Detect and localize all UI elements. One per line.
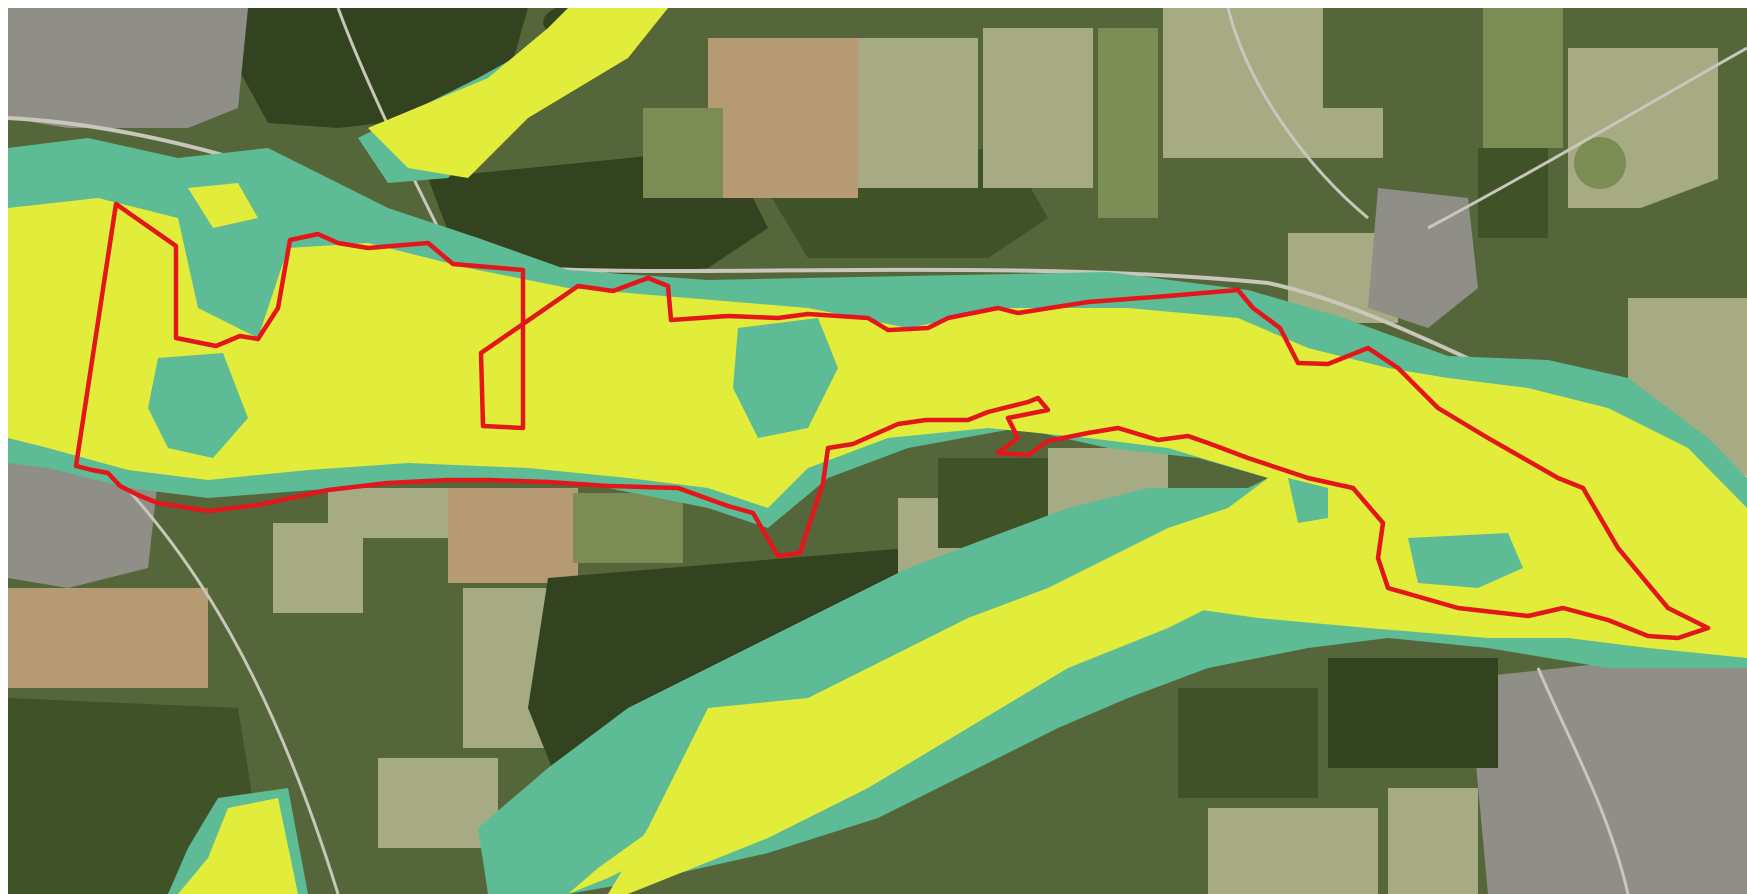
flood-zone-primary-southwest	[178, 798, 298, 894]
field-dark-se-1	[1328, 658, 1498, 768]
road-west	[96, 456, 340, 894]
field-bare-north	[708, 38, 858, 198]
field-bare-center	[448, 488, 578, 583]
flood-zone-primary-west	[8, 198, 1747, 894]
field-light-north-1	[858, 38, 978, 188]
field-dark-se-2	[1178, 688, 1318, 798]
flood-zone-primary-south	[608, 538, 1268, 894]
flood-pocket-center	[733, 318, 838, 438]
field-dark-southwest	[248, 618, 438, 758]
map-canvas[interactable]	[8, 8, 1747, 894]
flood-pocket-east	[1408, 533, 1523, 588]
field-bare-west	[8, 588, 208, 688]
road-ne-diagonal	[1427, 46, 1747, 230]
field-dark-ne-1	[1478, 148, 1548, 238]
pivot-field	[1574, 137, 1626, 189]
village-northeast	[1368, 188, 1478, 328]
flood-zone-primary-north	[368, 8, 668, 178]
field-green-west	[573, 493, 683, 563]
flood-pocket-southeast-edge	[1288, 478, 1328, 523]
field-light-north-2	[983, 28, 1093, 188]
field-light-west-2	[328, 488, 448, 538]
field-striped-ne	[1508, 168, 1747, 328]
flood-pocket-west	[148, 353, 248, 458]
field-light-north-3	[1163, 8, 1323, 108]
flood-zone-primary-layer	[8, 8, 1747, 894]
field-green-ne-1	[1483, 8, 1563, 148]
road-southeast	[1536, 667, 1630, 894]
flood-zone-secondary-pockets	[148, 318, 1523, 588]
map-view[interactable]	[8, 8, 1747, 894]
field-green-north-2	[1098, 28, 1158, 218]
road-east	[1226, 8, 1369, 220]
flood-zone-primary-nw-strip	[188, 183, 258, 228]
village-northwest	[8, 8, 248, 128]
project-boundary-main	[73, 201, 1711, 641]
field-light-se-2	[1208, 808, 1378, 894]
project-boundary-layer	[73, 201, 1711, 641]
village-west	[8, 458, 158, 588]
field-green-north	[643, 108, 723, 198]
field-light-se-1	[1388, 788, 1478, 894]
town-southeast	[1468, 648, 1747, 894]
field-light-south-2	[378, 758, 498, 848]
